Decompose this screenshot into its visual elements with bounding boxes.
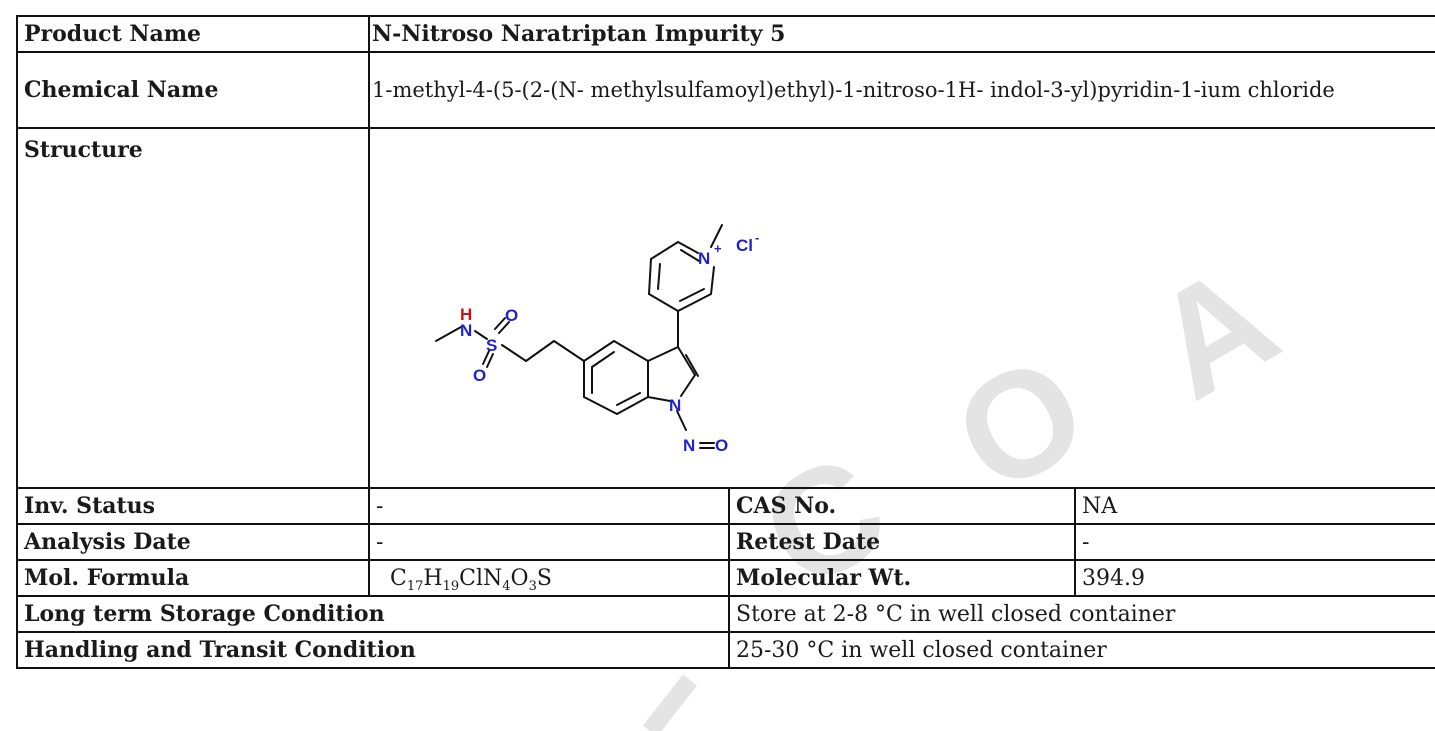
mol-formula-value: C17H19ClN4O3S (368, 559, 730, 597)
storage-condition-label: Long term Storage Condition (16, 595, 730, 633)
product-name-label: Product Name (16, 15, 370, 53)
analysis-date-label: Analysis Date (16, 523, 370, 561)
atom-o-top: O (505, 306, 518, 325)
molecular-weight-label: Molecular Wt. (728, 559, 1076, 597)
chemical-structure: H N S O O N + Cl - N N O (435, 224, 759, 455)
handling-condition-label: Handling and Transit Condition (16, 631, 730, 669)
row-chemical-name: Chemical Name 1-methyl-4-(5-(2-(N- methy… (16, 51, 1435, 129)
structure-cell: H N S O O N + Cl - N N O (367, 127, 1435, 489)
row-analysis-date: Analysis Date - Retest Date - (16, 523, 1435, 561)
chemical-name-label: Chemical Name (16, 51, 370, 129)
row-inv-status: Inv. Status - CAS No. NA (16, 487, 1435, 525)
structure-label: Structure (16, 127, 370, 489)
product-name-value: N-Nitroso Naratriptan Impurity 5 (367, 15, 1435, 53)
watermark-stroke (642, 674, 698, 731)
row-structure: Structure (16, 127, 1435, 489)
inv-status-value: - (368, 487, 730, 525)
retest-date-value: - (1073, 523, 1435, 561)
row-mol-formula: Mol. Formula C17H19ClN4O3S Molecular Wt.… (16, 559, 1435, 597)
atom-o-bottom: O (473, 366, 486, 385)
atom-n-sulfonamide: N (460, 321, 472, 340)
inv-status-label: Inv. Status (16, 487, 370, 525)
atom-h: H (460, 305, 472, 324)
retest-date-label: Retest Date (728, 523, 1076, 561)
atom-minus: - (755, 230, 759, 245)
mol-formula-label: Mol. Formula (16, 559, 370, 597)
storage-condition-value: Store at 2-8 °C in well closed container (727, 595, 1435, 633)
atom-s: S (486, 336, 497, 355)
atom-n-indole: N (669, 396, 681, 415)
cas-label: CAS No. (728, 487, 1076, 525)
atom-plus: + (714, 241, 722, 256)
analysis-date-value: - (368, 523, 730, 561)
atom-cl: Cl (736, 236, 753, 255)
cas-value: NA (1073, 487, 1435, 525)
chemical-name-value: 1-methyl-4-(5-(2-(N- methylsulfamoyl)eth… (367, 51, 1435, 129)
atom-n-pyridinium: N (698, 249, 710, 268)
atom-n-nitroso: N (683, 436, 695, 455)
row-storage: Long term Storage Condition Store at 2-8… (16, 595, 1435, 633)
handling-condition-value: 25-30 °C in well closed container (727, 631, 1435, 669)
atom-o-nitroso: O (715, 436, 728, 455)
coa-table: Product Name N-Nitroso Naratriptan Impur… (16, 15, 1435, 669)
row-handling: Handling and Transit Condition 25-30 °C … (16, 631, 1435, 669)
molecular-weight-value: 394.9 (1073, 559, 1435, 597)
row-product-name: Product Name N-Nitroso Naratriptan Impur… (16, 15, 1435, 53)
